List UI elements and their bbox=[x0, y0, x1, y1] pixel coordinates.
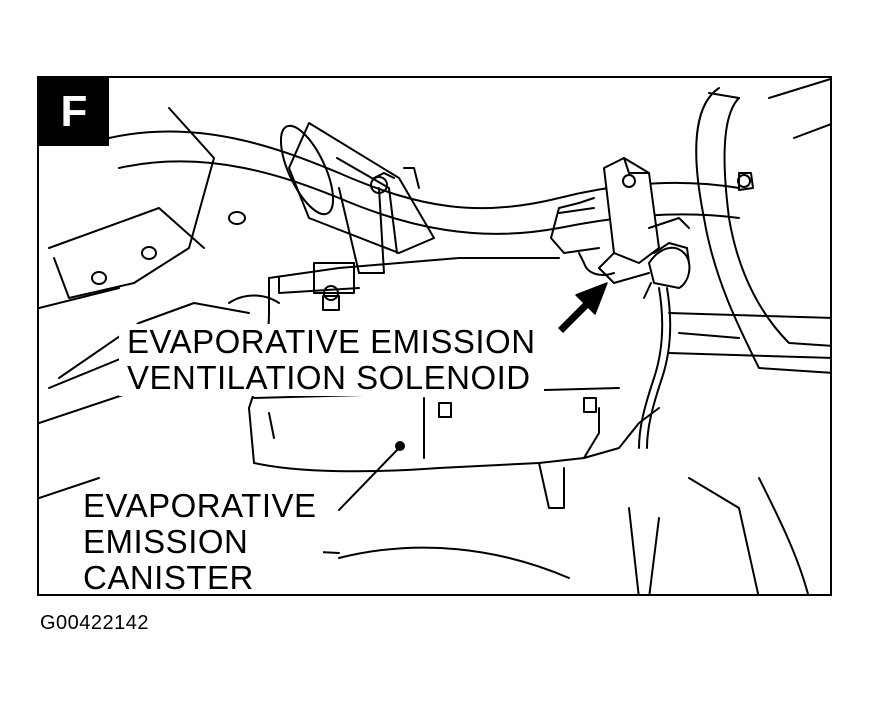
canister-label-line-2: EMISSION bbox=[83, 523, 249, 560]
diagram-frame: F EVAPORATIVE EMISSION VENTILATION SOLEN… bbox=[37, 76, 832, 596]
solenoid-label-line-2: VENTILATION SOLENOID bbox=[127, 359, 531, 396]
canister-label-line-3: CANISTER bbox=[83, 559, 254, 596]
ventilation-solenoid bbox=[550, 157, 690, 284]
right-pipe bbox=[668, 78, 830, 594]
canister-leader bbox=[338, 441, 405, 511]
engine-bay-line-drawing bbox=[39, 78, 830, 594]
panel-letter-badge: F bbox=[39, 78, 109, 146]
inline-filter bbox=[279, 122, 435, 274]
solenoid-pointer-arrow bbox=[558, 282, 608, 333]
canister-label-line-1: EVAPORATIVE bbox=[83, 487, 317, 524]
canister-callout-label: EVAPORATIVE EMISSION CANISTER bbox=[79, 487, 323, 596]
solenoid-callout-label: EVAPORATIVE EMISSION VENTILATION SOLENOI… bbox=[119, 324, 544, 396]
left-bracket bbox=[39, 107, 250, 379]
solenoid-label-line-1: EVAPORATIVE EMISSION bbox=[127, 323, 536, 360]
mounting-bolts bbox=[228, 262, 355, 311]
emission-canister-body bbox=[248, 257, 660, 509]
figure-id: G00422142 bbox=[40, 612, 150, 634]
